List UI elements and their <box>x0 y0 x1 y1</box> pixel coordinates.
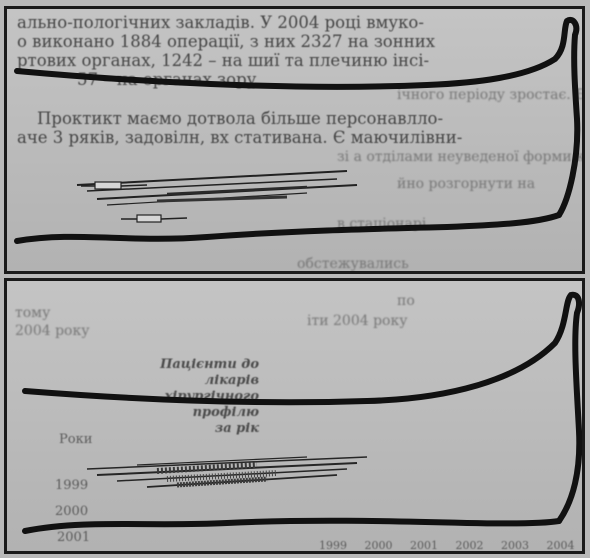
leg-contour-upper <box>25 295 579 521</box>
syringe-icon <box>121 215 187 222</box>
leg-outline-top <box>7 9 582 271</box>
leg-outline-bottom <box>7 281 582 551</box>
figure-panel-top: ально-пологічних закладів. У 2004 році в… <box>4 6 585 274</box>
leg-contour-lower <box>17 215 559 241</box>
vein-hatching <box>87 457 367 487</box>
figure-panel-bottom: тому 2004 року по іти 2004 року Пацієнти… <box>4 278 585 554</box>
leg-contour-lower <box>25 521 559 531</box>
